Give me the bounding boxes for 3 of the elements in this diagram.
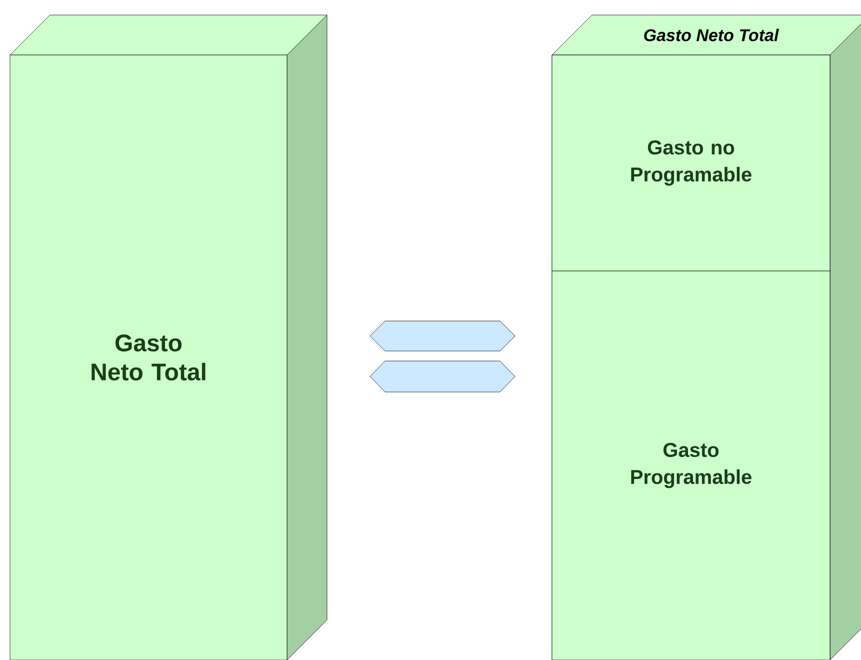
column-box: Gasto Neto Total — [10, 14, 328, 660]
node-label: Gasto Neto Total — [644, 28, 779, 42]
section-box: Gasto Programable — [552, 270, 830, 660]
